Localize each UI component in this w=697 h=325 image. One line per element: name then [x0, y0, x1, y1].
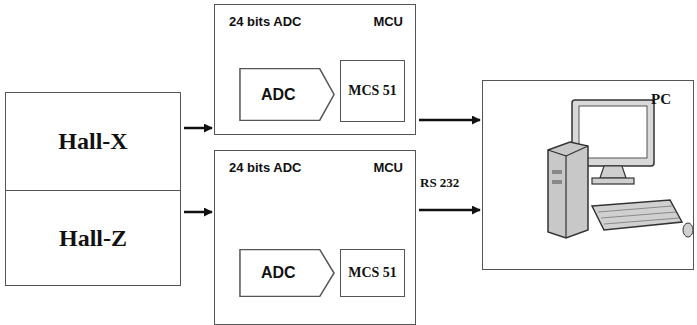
mcu-block: MCS 51	[340, 60, 405, 122]
adc-mcu-module: 24 bits ADC MCU ADC MCS 51	[214, 150, 416, 325]
module-heading: MCU	[373, 160, 403, 175]
node-label: MCS 51	[348, 265, 397, 281]
node-label: ADC	[261, 264, 296, 282]
node-label: MCS 51	[348, 83, 397, 99]
signal-arrow	[419, 209, 480, 212]
node-label: Hall-X	[58, 128, 127, 155]
interface-label: RS 232	[418, 175, 461, 191]
pc-box: PC	[482, 80, 694, 270]
node-label: Hall-Z	[59, 225, 127, 252]
signal-arrow	[419, 119, 480, 122]
adc-block: ADC	[239, 68, 335, 121]
sensor-box: Hall-X	[5, 92, 181, 191]
module-heading: MCU	[373, 14, 403, 29]
mcu-block: MCS 51	[340, 249, 405, 297]
module-heading: 24 bits ADC	[229, 14, 301, 29]
sensor-box: Hall-Z	[5, 190, 181, 286]
pc-label: PC	[651, 91, 671, 108]
node-label: ADC	[261, 86, 296, 104]
signal-arrow	[184, 127, 212, 130]
signal-arrow	[184, 211, 212, 214]
adc-mcu-module: 24 bits ADC MCU ADC MCS 51	[214, 4, 416, 135]
module-heading: 24 bits ADC	[229, 160, 301, 175]
adc-block: ADC	[239, 249, 335, 297]
